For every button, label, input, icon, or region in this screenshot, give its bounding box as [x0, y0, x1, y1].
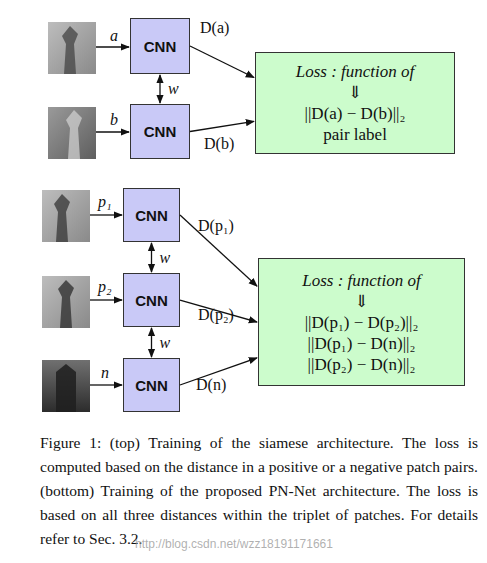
- edge-label: w: [160, 334, 171, 352]
- patch-image: [42, 190, 90, 242]
- input-label: p₁: [98, 193, 112, 211]
- input-arrow: [90, 384, 122, 385]
- patch-b: [48, 107, 96, 159]
- node-text: CNN: [135, 292, 168, 309]
- node-text: CNN: [144, 123, 177, 140]
- node-text: CNN: [135, 377, 168, 394]
- node-text: CNN: [135, 207, 168, 224]
- patch-n: [42, 360, 90, 412]
- input-label: a: [110, 27, 118, 45]
- input-label: p₂: [98, 278, 112, 296]
- node-text: ||D(p₂) − D(n)||₂: [308, 354, 416, 375]
- cnn-box: CNN: [123, 273, 180, 327]
- input-label: n: [101, 364, 109, 382]
- edge-label: w: [168, 80, 179, 98]
- loss-box: Loss : function of⇓||D(a) − D(b)||₂pair …: [255, 52, 455, 154]
- node-text: pair label: [323, 124, 387, 145]
- descriptor-arrow: [190, 121, 254, 131]
- input-arrow: [90, 299, 122, 300]
- edge-label: D(b): [204, 135, 234, 153]
- patch-image: [48, 107, 96, 159]
- patch-a: [48, 22, 96, 74]
- input-arrow: [96, 131, 129, 132]
- tower-shape: [54, 194, 70, 242]
- edge-label: D(p₁): [198, 217, 234, 235]
- node-text: CNN: [144, 38, 177, 55]
- edge-label: D(a): [200, 19, 229, 37]
- cnn-box: CNN: [123, 358, 180, 412]
- tower-shape: [58, 280, 74, 328]
- input-arrow: [90, 214, 122, 215]
- cnn-box: CNN: [123, 188, 180, 242]
- watermark: http://blog.csdn.net/wzz18191171661: [135, 537, 333, 551]
- edge-label: w: [160, 249, 171, 267]
- weight-share-arrow: [151, 328, 152, 357]
- node-text: ||D(a) − D(b)||₂: [305, 103, 406, 124]
- patch-image: [48, 22, 96, 74]
- tower-shape: [56, 364, 76, 412]
- node-text: ⇓: [348, 82, 362, 103]
- node-text: Loss : function of: [296, 61, 415, 82]
- node-text: ||D(p₁) − D(p₂)||₂: [305, 312, 419, 333]
- tower-shape: [62, 26, 78, 74]
- cnn-box: CNN: [130, 104, 190, 159]
- weight-share-arrow: [151, 243, 152, 272]
- patch-image: [42, 276, 90, 328]
- input-label: b: [110, 111, 118, 129]
- edge-label: D(n): [196, 376, 226, 394]
- edge-label: D(p₂): [198, 306, 234, 324]
- descriptor-arrow: [190, 46, 254, 78]
- patch-p2: [42, 276, 90, 328]
- input-arrow: [96, 46, 129, 47]
- patch-image: [42, 360, 90, 412]
- node-text: ⇓: [354, 291, 368, 312]
- tower-shape: [66, 110, 82, 159]
- figure-caption: Figure 1: (top) Training of the siamese …: [40, 431, 478, 551]
- node-text: Loss : function of: [302, 270, 421, 291]
- loss-box: Loss : function of⇓||D(p₁) − D(p₂)||₂||D…: [258, 258, 465, 386]
- descriptor-arrow: [180, 215, 257, 286]
- weight-share-arrow: [159, 75, 160, 103]
- cnn-box: CNN: [130, 18, 190, 74]
- node-text: ||D(p₁) − D(n)||₂: [308, 333, 416, 354]
- patch-p1: [42, 190, 90, 242]
